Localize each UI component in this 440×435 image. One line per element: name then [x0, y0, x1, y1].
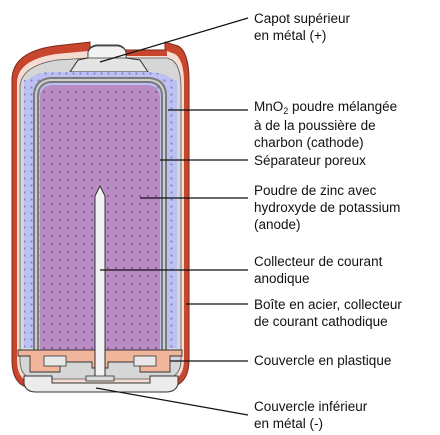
label-cathode-line1: MnO2 poudre mélangée — [254, 98, 397, 117]
label-plastic-cover-line1: Couvercle en plastique — [254, 353, 392, 368]
label-top-cap-line2: en métal (+) — [254, 28, 327, 43]
plastic-seal-left — [43, 355, 67, 367]
leader-lines — [95, 17, 249, 416]
anode-collector-head — [85, 375, 115, 382]
separator-wall-highlight — [35, 79, 165, 350]
label-anode-line1: Poudre de zinc avec — [254, 183, 377, 198]
anode-collector-nail — [94, 184, 106, 379]
plastic-seal-right — [133, 355, 157, 367]
label-anode-collector: Collecteur de courant anodique — [254, 253, 382, 287]
label-plastic-cover: Couvercle en plastique — [254, 352, 391, 369]
label-cathode: MnO2 poudre mélangée à de la poussière d… — [254, 98, 397, 151]
label-steel-can: Boîte en acier, collecteur de courant ca… — [254, 296, 402, 330]
leader-top-cap — [99, 17, 249, 63]
label-cathode-subscript: 2 — [283, 106, 289, 116]
label-anode-line3: (anode) — [254, 217, 301, 232]
label-anode: Poudre de zinc avec hydroxyde de potassi… — [254, 182, 400, 233]
label-top-cap: Capot supérieur en métal (+) — [254, 10, 350, 44]
label-separator-line1: Séparateur poreux — [254, 153, 366, 168]
label-bottom-cap: Couvercle inférieur en métal (-) — [254, 398, 367, 432]
label-cathode-line3: charbon (cathode) — [254, 135, 364, 150]
label-cathode-formula: MnO — [254, 99, 284, 114]
label-cathode-line1-rest: poudre mélangée — [288, 99, 398, 114]
label-steel-can-line1: Boîte en acier, collecteur — [254, 297, 402, 312]
label-bottom-cap-line1: Couvercle inférieur — [254, 399, 368, 414]
label-separator: Séparateur poreux — [254, 152, 366, 169]
top-cap-nub — [87, 45, 127, 59]
leader-bottom-cap — [95, 387, 249, 416]
label-anode-collector-line1: Collecteur de courant — [254, 254, 383, 269]
label-anode-line2: hydroxyde de potassium — [254, 200, 401, 215]
label-steel-can-line2: de courant cathodique — [254, 314, 388, 329]
label-top-cap-line1: Capot supérieur — [254, 11, 351, 26]
label-anode-collector-line2: anodique — [254, 271, 310, 286]
label-bottom-cap-line2: en métal (-) — [254, 416, 324, 431]
bottom-cap — [23, 375, 179, 393]
label-cathode-line2: à de la poussière de — [254, 118, 376, 133]
